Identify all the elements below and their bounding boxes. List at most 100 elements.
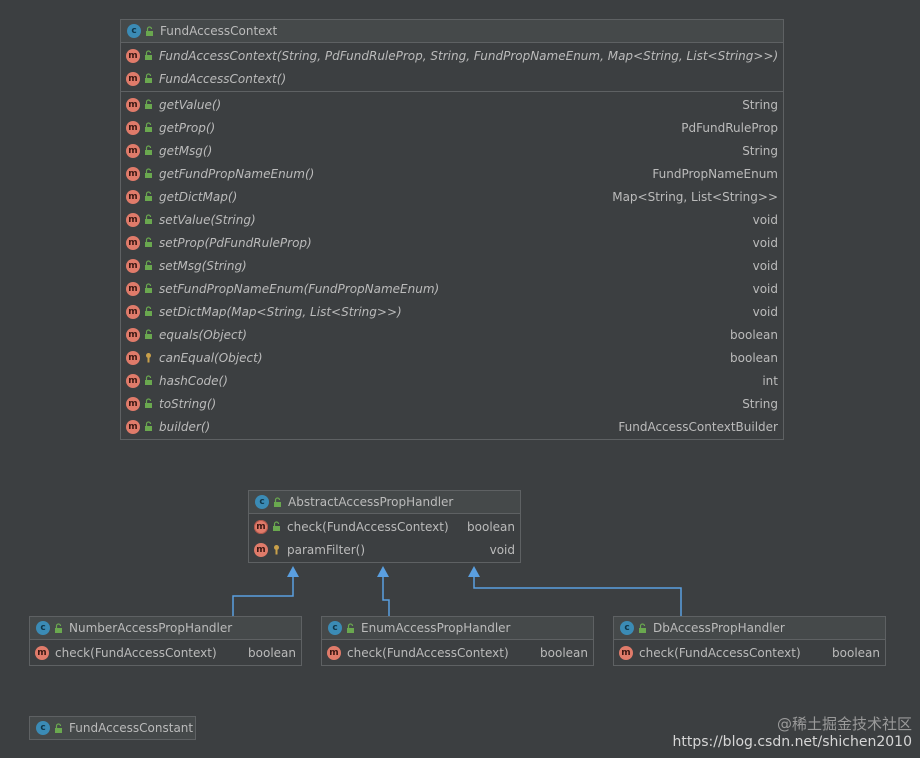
method-icon: m [126,304,140,319]
method-name: getDictMap() [159,189,238,204]
number-to-abstract-line [232,572,294,616]
class-header: c EnumAccessPropHandler [322,617,593,640]
constructor-row[interactable]: m FundAccessContext() [121,67,783,90]
public-visibility-icon [143,99,153,111]
method-row[interactable]: m canEqual(Object) boolean [121,346,783,369]
class-title: FundAccessConstant [69,721,194,735]
method-return-type: void [752,281,778,296]
public-visibility-icon [143,260,153,272]
class-icon: c [127,24,141,38]
public-visibility-icon [144,25,154,37]
method-return-type: boolean [730,350,778,365]
class-title: NumberAccessPropHandler [69,621,233,635]
public-visibility-icon [143,306,153,318]
method-name: toString() [159,396,217,411]
method-name: setFundPropNameEnum(FundPropNameEnum) [159,281,440,296]
constructor-name: FundAccessContext() [159,71,287,86]
public-visibility-icon [143,168,153,180]
db-to-abstract-line [473,572,682,616]
class-title: DbAccessPropHandler [653,621,785,635]
method-row[interactable]: m check(FundAccessContext) boolean [249,515,520,538]
abstract-class-icon: c [255,495,269,509]
constructor-row[interactable]: m FundAccessContext(String, PdFundRulePr… [121,44,783,67]
method-row[interactable]: m paramFilter() void [249,538,520,561]
method-icon: m [126,189,140,204]
method-row[interactable]: m equals(Object) boolean [121,323,783,346]
method-icon: m [126,350,140,365]
class-header: c AbstractAccessPropHandler [249,491,520,514]
methods-section: m check(FundAccessContext) boolean [322,640,593,665]
class-header: c DbAccessPropHandler [614,617,885,640]
class-header: c NumberAccessPropHandler [30,617,301,640]
class-icon: c [620,621,634,635]
public-visibility-icon [143,73,153,85]
method-row[interactable]: m check(FundAccessContext) boolean [614,641,885,664]
public-visibility-icon [345,622,355,634]
method-row[interactable]: m check(FundAccessContext) boolean [30,641,301,664]
watermark: @稀土掘金技术社区 https://blog.csdn.net/shichen2… [673,713,913,750]
method-return-type: void [752,212,778,227]
public-visibility-icon [143,237,153,249]
method-return-type: String [742,396,778,411]
method-return-type: boolean [832,645,880,660]
method-name: paramFilter() [287,542,366,557]
method-return-type: boolean [467,519,515,534]
method-name: setProp(PdFundRuleProp) [159,235,312,250]
arrowhead-number [287,566,299,577]
class-fund-access-constant[interactable]: c FundAccessConstant [29,716,196,740]
class-title: EnumAccessPropHandler [361,621,511,635]
method-return-type: void [489,542,515,557]
class-db-access-prop-handler[interactable]: c DbAccessPropHandler m check(FundAccess… [613,616,886,666]
public-visibility-icon [143,283,153,295]
method-return-type: boolean [248,645,296,660]
method-return-type: int [762,373,778,388]
method-name: equals(Object) [159,327,247,342]
protected-visibility-icon [143,352,153,364]
method-row[interactable]: m check(FundAccessContext) boolean [322,641,593,664]
class-title: FundAccessContext [160,24,278,38]
method-row[interactable]: m getFundPropNameEnum() FundPropNameEnum [121,162,783,185]
class-enum-access-prop-handler[interactable]: c EnumAccessPropHandler m check(FundAcce… [321,616,594,666]
watermark-line1: @稀土掘金技术社区 [776,715,912,733]
method-icon: m [126,48,140,63]
method-name: check(FundAccessContext) [639,645,801,660]
method-return-type: FundPropNameEnum [652,166,778,181]
method-name: check(FundAccessContext) [55,645,217,660]
class-fund-access-context[interactable]: c FundAccessContext m FundAccessContext(… [120,19,784,440]
method-icon: m [126,327,140,342]
method-icon: m [327,645,341,660]
class-number-access-prop-handler[interactable]: c NumberAccessPropHandler m check(FundAc… [29,616,302,666]
watermark-line2: https://blog.csdn.net/shichen2010 [672,734,913,750]
method-icon: m [126,166,140,181]
method-icon: m [126,258,140,273]
arrowhead-db [468,566,480,577]
method-return-type: String [742,143,778,158]
method-name: getProp() [159,120,216,135]
method-name: setMsg(String) [159,258,247,273]
method-name: setDictMap(Map<String, List<String>>) [159,304,402,319]
public-visibility-icon [53,622,63,634]
class-abstract-access-prop-handler[interactable]: c AbstractAccessPropHandler m check(Fund… [248,490,521,563]
method-name: getFundPropNameEnum() [159,166,315,181]
method-name: check(FundAccessContext) [287,519,449,534]
class-icon: c [328,621,342,635]
method-icon: m [126,419,140,434]
methods-section: m check(FundAccessContext) boolean m par… [249,514,520,562]
method-return-type: boolean [730,327,778,342]
method-icon: m [126,120,140,135]
method-name: canEqual(Object) [159,350,263,365]
method-icon: m [126,71,140,86]
method-name: getValue() [159,97,222,112]
